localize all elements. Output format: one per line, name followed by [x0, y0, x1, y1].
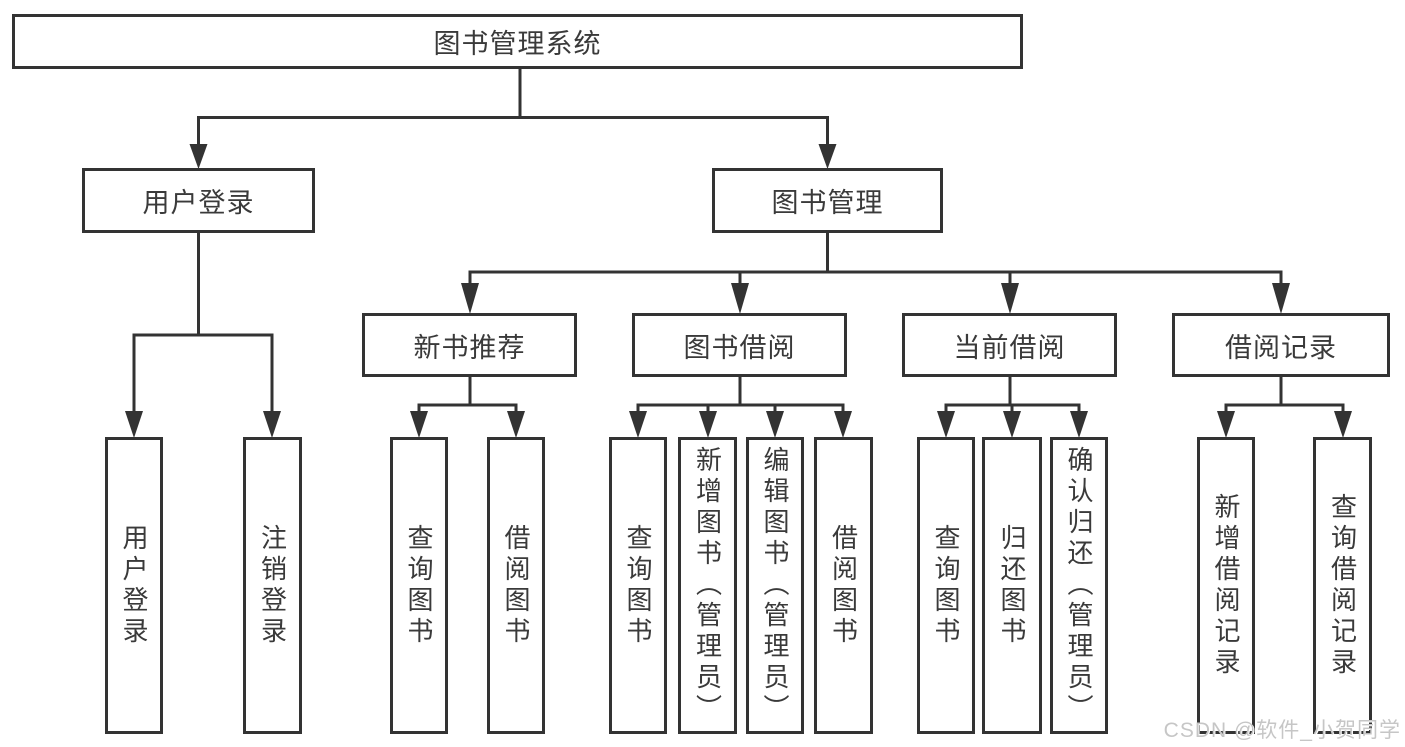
node-library-management-system: 图书管理系统 [12, 14, 1023, 69]
node-book-management: 图书管理 [712, 168, 943, 233]
node-book-borrowing: 图书借阅 [632, 313, 847, 377]
leaf-query-books: 查询图书 [390, 437, 448, 734]
leaf-query-books-2: 查询图书 [609, 437, 667, 734]
leaf-add-borrow-record: 新增借阅记录 [1197, 437, 1255, 734]
leaf-query-borrow-record: 查询借阅记录 [1313, 437, 1372, 734]
leaf-return-book: 归还图书 [982, 437, 1042, 734]
leaf-edit-book-admin: 编辑图书（管理员） [746, 437, 804, 734]
connector-arrowheads [125, 144, 1352, 438]
connector-edges [132, 68, 1345, 411]
leaf-logout: 注销登录 [243, 437, 302, 734]
leaf-borrow-books: 借阅图书 [487, 437, 545, 734]
node-current-borrowing: 当前借阅 [902, 313, 1117, 377]
watermark-text: CSDN @软件_小贺同学 [1163, 719, 1401, 742]
leaf-confirm-return-admin: 确认归还（管理员） [1050, 437, 1108, 734]
leaf-add-book-admin: 新增图书（管理员） [678, 437, 737, 734]
node-borrowing-records: 借阅记录 [1172, 313, 1390, 377]
leaf-query-books-3: 查询图书 [917, 437, 975, 734]
leaf-borrow-books-2: 借阅图书 [814, 437, 873, 734]
leaf-user-login: 用户登录 [105, 437, 163, 734]
node-user-login: 用户登录 [82, 168, 315, 233]
node-new-book-recommend: 新书推荐 [362, 313, 577, 377]
